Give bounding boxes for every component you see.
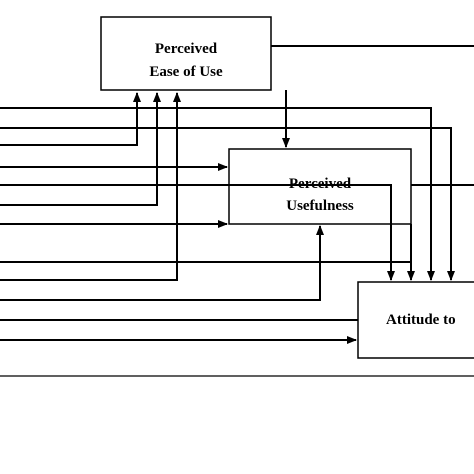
edge-input-b-to-peou <box>0 92 161 206</box>
edges-to-right <box>0 45 474 377</box>
edges-to-peou <box>0 92 181 281</box>
edge-input-i-to-attitude <box>0 184 395 281</box>
peou-label-line2: Ease of Use <box>149 64 223 80</box>
node-perceived-usefulness: Perceived Usefulness <box>228 148 412 225</box>
edge-input-a-to-peou <box>0 92 141 146</box>
attitude-label: Attitude to <box>386 312 456 328</box>
node-perceived-ease-of-use: Perceived Ease of Use <box>100 16 272 91</box>
edge-input-f-to-pu <box>0 225 324 301</box>
edge-input-g-to-attitude <box>0 107 435 281</box>
peou-label-line1: Perceived <box>155 41 218 57</box>
edges-to-pu <box>0 90 324 301</box>
node-attitude: Attitude to <box>357 281 474 359</box>
edges-to-attitude <box>0 107 455 344</box>
pu-label-line2: Usefulness <box>286 198 354 214</box>
edge-input-c-to-peou <box>0 92 181 281</box>
edge-input-h-to-attitude <box>0 127 455 281</box>
